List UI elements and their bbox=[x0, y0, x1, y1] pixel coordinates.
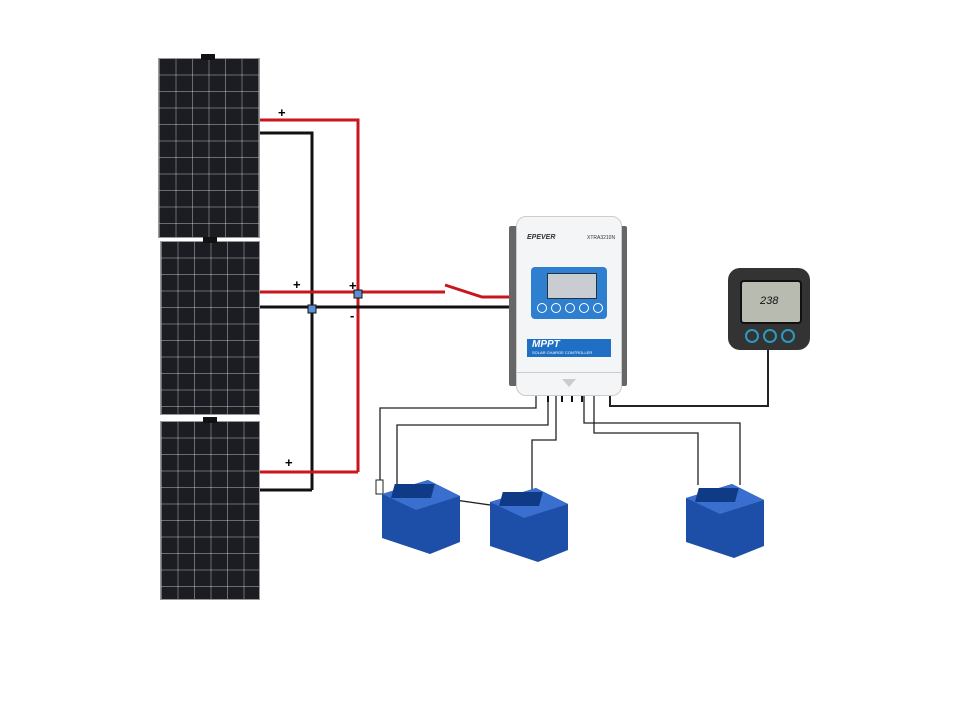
panel-2-plus-label: + bbox=[293, 277, 301, 292]
solar-panel-2 bbox=[160, 237, 260, 415]
battery-wire-4 bbox=[583, 395, 741, 485]
remote-button-left[interactable] bbox=[745, 329, 759, 343]
remote-button-middle[interactable] bbox=[763, 329, 777, 343]
mppt-banner: MPPT SOLAR CHARGE CONTROLLER bbox=[527, 339, 611, 357]
battery-wire-5 bbox=[593, 395, 699, 485]
connector-positive bbox=[353, 289, 363, 299]
connector-negative bbox=[307, 304, 317, 314]
battery-wire-3 bbox=[531, 395, 557, 490]
remote-cable bbox=[609, 348, 769, 407]
controller-button[interactable] bbox=[551, 303, 561, 313]
solar-panel-3 bbox=[160, 417, 260, 600]
positive-wire-panel-1 bbox=[258, 118, 360, 472]
battery-3 bbox=[686, 484, 764, 558]
controller-button[interactable] bbox=[565, 303, 575, 313]
remote-button-right[interactable] bbox=[781, 329, 795, 343]
battery-2 bbox=[490, 488, 568, 562]
remote-meter: 238 bbox=[728, 268, 810, 350]
fuse bbox=[375, 479, 384, 495]
controller-lcd bbox=[547, 273, 597, 299]
controller-button[interactable] bbox=[593, 303, 603, 313]
mppt-subtitle: SOLAR CHARGE CONTROLLER bbox=[532, 350, 593, 355]
controller-model: XTRA3210N bbox=[587, 235, 616, 241]
panel-1-plus-label: + bbox=[278, 105, 286, 120]
controller-brand: EPEVER bbox=[527, 234, 556, 241]
down-arrow-icon bbox=[562, 379, 576, 387]
remote-lcd: 238 bbox=[740, 280, 802, 324]
junction-minus-label: - bbox=[350, 308, 355, 323]
junction-plus-label: + bbox=[349, 278, 357, 293]
controller-button[interactable] bbox=[537, 303, 547, 313]
panel-3-plus-label: + bbox=[285, 455, 293, 470]
charge-controller: EPEVER XTRA3210N MPPT SOLAR CHARGE CONTR… bbox=[516, 216, 622, 396]
remote-reading: 238 bbox=[760, 295, 779, 307]
switch bbox=[444, 283, 512, 299]
negative-wire-panel-1 bbox=[258, 131, 314, 490]
controller-button[interactable] bbox=[579, 303, 589, 313]
battery-wire-1 bbox=[379, 395, 537, 480]
battery-wire-2 bbox=[396, 395, 549, 490]
controller-display-panel bbox=[531, 267, 607, 319]
mppt-title: MPPT bbox=[532, 339, 560, 350]
solar-panel-1 bbox=[158, 54, 260, 238]
battery-1 bbox=[382, 480, 460, 554]
